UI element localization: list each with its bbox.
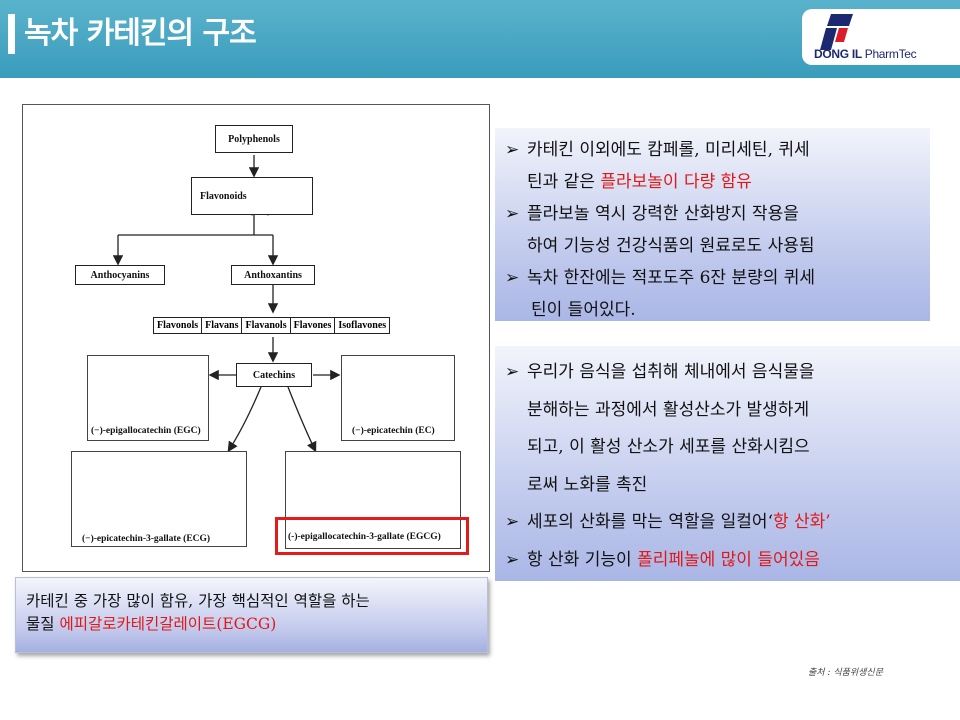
- list-item: ➢항 산화 기능이 폴리페놀에 많이 들어있음: [505, 542, 950, 580]
- header-bar: 녹차 카테킨의 구조 DONG IL PharmTec: [0, 0, 960, 78]
- egcg-summary-box: 카테킨 중 가장 많이 함유, 가장 핵심적인 역할을 하는 물질 에피갈로카테…: [15, 577, 488, 653]
- flavonoid-subclasses: Flavonols Flavans Flavanols Flavones Iso…: [153, 317, 391, 334]
- title-accent-bar: [8, 14, 15, 54]
- list-item: 로써 노화를 촉진: [527, 474, 648, 495]
- node-anthocyanins: Anthocyanins: [75, 265, 165, 285]
- egcg-highlight: (-)-epigallocatechin-3-gallate (EGCG): [275, 517, 469, 555]
- list-item: 하여 기능성 건강식품의 원료로도 사용됨: [527, 236, 815, 256]
- list-item: ➢카테킨 이외에도 캄페롤, 미리세틴, 퀴세: [505, 134, 920, 166]
- arrow-bullet-icon: ➢: [505, 204, 520, 224]
- arrow-bullet-icon: ➢: [505, 268, 520, 288]
- egcg-box: [285, 451, 461, 549]
- page-title: 녹차 카테킨의 구조: [24, 16, 257, 51]
- list-item: 틴과 같은 플라보놀이 다량 함유: [527, 172, 752, 192]
- list-item: 되고, 이 활성 산소가 세포를 산화시킴으: [527, 437, 810, 457]
- node-flavonoids: Flavonoids: [191, 177, 313, 215]
- antioxidant-info-box: ➢우리가 음식을 섭취해 체내에서 음식물을 분해하는 과정에서 활성산소가 발…: [495, 346, 960, 581]
- egc-box: (−)-epigallocatechin (EGC): [87, 355, 209, 441]
- summary-line-1: 카테킨 중 가장 많이 함유, 가장 핵심적인 역할을 하는: [26, 592, 370, 610]
- summary-line-2: 물질 에피갈로카테킨갈레이트(EGCG): [26, 615, 277, 633]
- arrow-bullet-icon: ➢: [505, 512, 520, 532]
- node-catechins: Catechins: [236, 363, 312, 387]
- list-item: ➢플라보놀 역시 강력한 산화방지 작용을: [505, 198, 920, 230]
- subclass-item: Flavanols: [242, 318, 291, 333]
- egcg-label: (-)-epigallocatechin-3-gallate (EGCG): [288, 532, 441, 542]
- subclass-item: Flavonols: [154, 318, 203, 333]
- arrow-bullet-icon: ➢: [505, 140, 520, 160]
- list-item: ➢우리가 음식을 섭취해 체내에서 음식물을: [505, 354, 950, 392]
- arrow-bullet-icon: ➢: [505, 362, 520, 382]
- list-item: 분해하는 과정에서 활성산소가 발생하게: [527, 399, 810, 420]
- catechin-structure-diagram: ACB: [22, 104, 490, 572]
- list-item: 틴이 들어있다.: [531, 300, 636, 320]
- arrow-bullet-icon: ➢: [505, 549, 520, 570]
- node-flavonoids-label: Flavonoids: [200, 190, 247, 202]
- list-item: ➢세포의 산화를 막는 역할을 일컬어‘항 산화’: [505, 504, 950, 542]
- company-logo: DONG IL PharmTec: [802, 9, 960, 65]
- egc-label: (−)-epigallocatechin (EGC): [91, 426, 201, 436]
- node-polyphenols: Polyphenols: [215, 125, 293, 153]
- flavonol-info-box: ➢카테킨 이외에도 캄페롤, 미리세틴, 퀴세 틴과 같은 플라보놀이 다량 함…: [495, 128, 930, 321]
- subclass-item: Flavans: [202, 318, 243, 333]
- source-citation: 출처 : 식품위생신문: [808, 668, 883, 678]
- ec-label: (−)-epicatechin (EC): [352, 426, 435, 436]
- ecg-box: (−)-epicatechin-3-gallate (ECG): [71, 451, 247, 547]
- logo-mark-icon: [820, 14, 853, 50]
- node-anthoxantins: Anthoxantins: [231, 265, 315, 285]
- ec-box: (−)-epicatechin (EC): [341, 355, 455, 441]
- list-item: ➢녹차 한잔에는 적포도주 6잔 분량의 퀴세: [505, 262, 920, 294]
- subclass-item: Flavones: [291, 318, 336, 333]
- ecg-label: (−)-epicatechin-3-gallate (ECG): [82, 534, 211, 544]
- logo-text: DONG IL PharmTec: [814, 47, 917, 61]
- subclass-item: Isoflavones: [338, 320, 387, 331]
